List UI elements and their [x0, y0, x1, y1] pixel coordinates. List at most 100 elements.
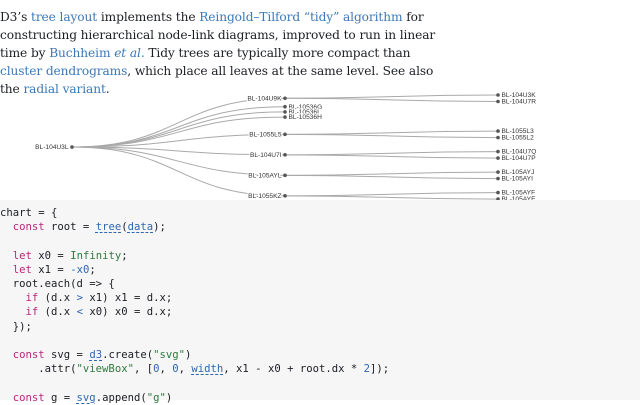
link-radial-variant[interactable]: radial variant [23, 82, 106, 96]
tree-internal-node-label: BL-10536I [289, 109, 320, 116]
tree-link [284, 133, 499, 139]
tree-link [284, 174, 499, 180]
tree-leaf-node-label: BL-105AYJ [502, 169, 535, 176]
code-number: 0 [153, 363, 160, 376]
tree-internal-node-dot [283, 153, 287, 157]
tree-leaf-node-dot [496, 176, 500, 181]
tree-link [284, 97, 499, 102]
link-buchheim-etal: et al. [114, 46, 145, 60]
tree-internal-node-dot [283, 173, 287, 178]
intro-text-3: for constructing hierarchical node-link … [0, 10, 436, 60]
code-ref-svg[interactable]: svg [76, 391, 96, 404]
code-line: if (d.x < x0) x0 = d.x; [25, 306, 173, 319]
tree-internal-node-label: BL-104U7I [250, 152, 282, 159]
tree-link [71, 133, 286, 148]
tree-leaf-node-label: BL-104U7P [502, 155, 537, 162]
tree-internal-node-label: BL-10536G [289, 104, 323, 111]
code-ref-data[interactable]: data [127, 221, 154, 234]
code-line: root.each(d => { [0, 278, 115, 291]
code-line: .attr("viewBox", [0, 0, width, x1 - x0 +… [0, 363, 390, 376]
code-keyword: if [25, 292, 39, 305]
code-string: "g" [146, 391, 166, 404]
code-keyword: const [12, 221, 45, 234]
tree-link [71, 97, 286, 148]
code-line: if (d.x > x1) x1 = d.x; [25, 292, 173, 305]
code-line: const svg = d3.create("svg") [12, 349, 192, 362]
tree-leaf-node-dot [496, 93, 500, 97]
intro-paragraph: D3’s tree layout implements the Reingold… [0, 8, 440, 98]
tree-leaf-node-label: BL-105AYE [502, 196, 537, 200]
link-buchheim[interactable]: Buchheim et al. [49, 46, 145, 60]
code-line: let x1 = -x0; [12, 263, 96, 276]
tree-link [284, 192, 499, 197]
tree-link [71, 146, 286, 156]
code-line: const g = svg.append("g") [12, 391, 173, 404]
code-number: 0 [172, 363, 179, 376]
link-buchheim-name: Buchheim [49, 46, 111, 60]
tree-link [284, 94, 499, 99]
tree-internal-node-label: BL-105AYL [248, 172, 282, 179]
code-expr: -x0 [70, 263, 90, 276]
tree-leaf-node-label: BL-1055L3 [502, 128, 535, 135]
tree-internal-node-label: BL-1055L5 [249, 131, 282, 138]
code-keyword: let [12, 249, 32, 262]
tree-link [71, 146, 286, 176]
tree-internal-node-dot [283, 110, 287, 114]
code-line: const root = tree(data); [12, 221, 166, 234]
tree-leaf-node-label: BL-104U7Q [502, 149, 537, 156]
code-listing: chart = { const root = tree(data); let x… [0, 200, 640, 405]
tree-leaf-node-label: BL-105AYI [502, 176, 534, 183]
code-ref-width[interactable]: width [191, 363, 224, 376]
tree-leaf-node-dot [496, 135, 500, 140]
code-keyword: const [12, 391, 45, 404]
code-block: chart = { const root = tree(data); let x… [0, 200, 640, 404]
tree-link [284, 151, 499, 156]
tree-leaf-node-dot [496, 190, 500, 195]
intro-text-2: implements the [97, 10, 200, 24]
tree-root-node-label: BL-104U3L [35, 144, 69, 151]
tree-link [71, 116, 286, 148]
tree-internal-node-dot [283, 194, 287, 198]
code-number: 2 [363, 363, 371, 376]
tree-internal-node-dot [283, 115, 287, 119]
code-line: let x0 = Infinity; [12, 249, 128, 262]
link-cluster-dendrograms[interactable]: cluster dendrograms [0, 64, 128, 78]
tree-leaf-node-dot [496, 156, 500, 160]
tree-internal-node-dot [283, 104, 287, 109]
tree-leaf-node-dot [496, 197, 500, 200]
tree-leaf-node-label: BL-105AYF [502, 190, 536, 197]
code-line: chart = { [0, 207, 58, 219]
tree-root-node-dot [70, 145, 74, 149]
tree-link [71, 111, 286, 148]
code-operator: < [76, 306, 83, 319]
code-keyword: const [12, 349, 45, 362]
tree-link [284, 130, 499, 135]
code-builtin: Infinity [70, 249, 122, 262]
tree-link [284, 154, 499, 159]
code-line: }); [0, 320, 32, 333]
link-reingold-tilford[interactable]: Reingold–Tilford “tidy” algorithm [199, 10, 403, 24]
code-string: "viewBox" [76, 363, 134, 376]
intro-text-1: D3’s [0, 10, 32, 24]
link-tree-layout[interactable]: tree layout [31, 10, 98, 24]
intro-text-4: Tidy trees are typically more compact th… [144, 46, 411, 60]
tree-leaf-node-label: BL-104U3K [502, 92, 537, 99]
tree-internal-node-label: BL-10536H [289, 114, 323, 121]
code-ref-d3[interactable]: d3 [89, 349, 103, 362]
code-keyword: let [12, 263, 32, 276]
tree-leaf-node-dot [496, 99, 500, 104]
intro-text-6: . [105, 82, 110, 96]
tree-internal-node-label: BL-104U9K [247, 95, 282, 102]
code-string: "svg" [153, 349, 185, 362]
intro-text-5: , which place all leaves at the same lev… [0, 64, 434, 96]
tree-leaf-node-dot [496, 170, 500, 174]
tree-leaf-node-label: BL-104U7R [502, 99, 537, 106]
tree-leaf-node-dot [496, 129, 500, 133]
tree-internal-node-label: BL-1055KZ [248, 193, 281, 200]
tree-internal-node-dot [283, 132, 287, 137]
tree-link [71, 146, 286, 197]
tree-internal-node-dot [283, 96, 287, 101]
code-ref-tree[interactable]: tree [95, 221, 122, 234]
tree-link [284, 171, 499, 176]
